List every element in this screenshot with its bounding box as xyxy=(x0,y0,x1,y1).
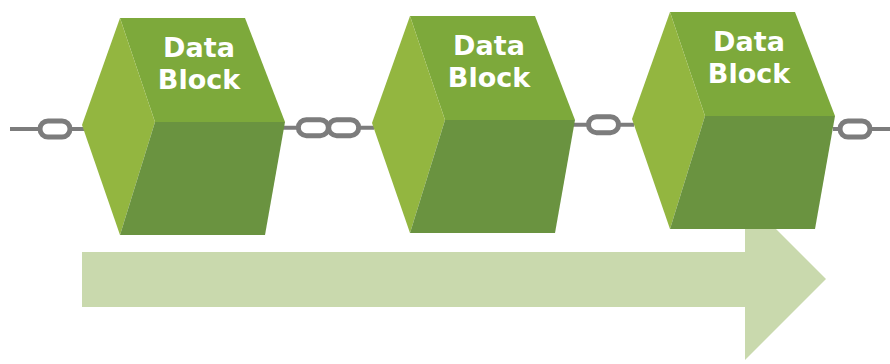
chain-connector xyxy=(283,120,374,136)
cube-face xyxy=(410,120,575,233)
chain-link xyxy=(589,117,619,133)
cube-face xyxy=(120,122,285,235)
data-block: Data Block xyxy=(632,12,835,229)
block-label: Data Block xyxy=(684,26,814,90)
chain-link xyxy=(298,120,328,136)
chain-link xyxy=(329,120,359,136)
chain-connector xyxy=(573,117,634,133)
block-label: Data Block xyxy=(424,30,554,94)
block-label: Data Block xyxy=(134,32,264,96)
cube-face xyxy=(670,116,835,229)
data-block: Data Block xyxy=(82,18,285,235)
data-block: Data Block xyxy=(372,16,575,233)
